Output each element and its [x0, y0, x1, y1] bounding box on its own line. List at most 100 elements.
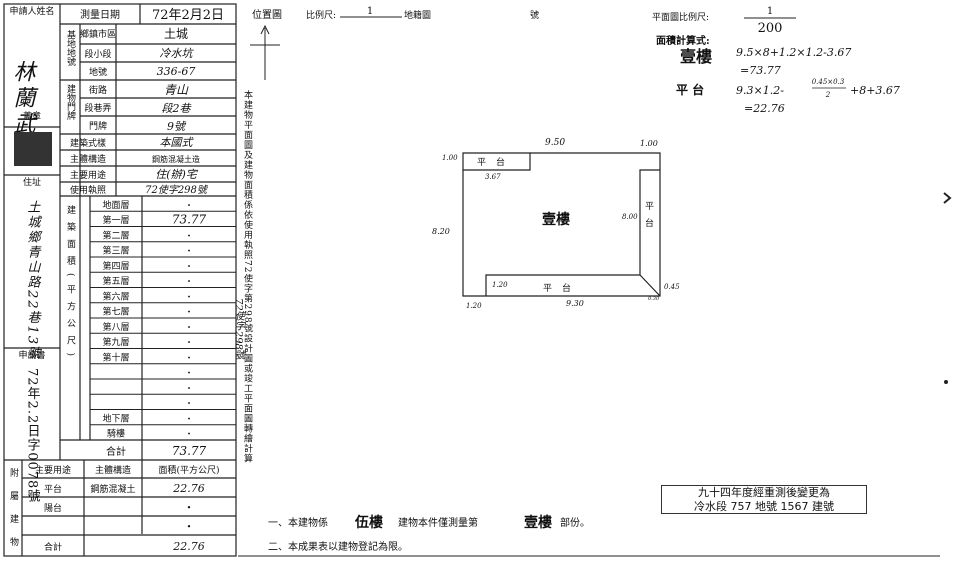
door-group-label: 建物門牌 — [65, 83, 76, 121]
area-row-value: ・ — [184, 278, 193, 288]
area-row-value: ・ — [184, 323, 193, 333]
area-row-value: ・ — [184, 430, 193, 440]
attached-row-area: ・ — [184, 520, 195, 533]
section-label: 段小段 — [84, 48, 111, 60]
footer-note2: 二、本成果表以建物登記為限。 — [268, 540, 408, 553]
footer-note1-bold: 伍樓 — [354, 514, 383, 531]
location-group-label: 基地地號 — [65, 29, 76, 67]
calc-main-result: =73.77 — [740, 64, 781, 77]
area-row-value: ・ — [184, 339, 193, 349]
area-row-label: 第三層 — [102, 245, 129, 257]
area-row-label: 地下層 — [102, 412, 129, 424]
application-number: 72年2.2日字0078號 — [25, 368, 41, 504]
plan-main-label: 壹樓 — [542, 211, 570, 228]
applicant-label: 申請人姓名 — [9, 5, 54, 17]
dim-left: 8.20 — [432, 227, 450, 236]
plan-scale-den: 200 — [758, 21, 783, 36]
area-row-value: ・ — [184, 308, 193, 318]
area-row-label: 地面層 — [102, 199, 129, 211]
plan-plat-label-bottom: 平台 — [543, 282, 581, 294]
area-group-label: 建築面積(平方公尺) — [65, 204, 76, 364]
attached-row-area: 22.76 — [172, 482, 205, 495]
calc-main-name: 壹樓 — [680, 47, 712, 66]
dim-bottom-inner: 1.20 — [492, 281, 508, 289]
attached-row-area: ・ — [184, 501, 195, 514]
street-value: 青山 — [164, 83, 189, 97]
plan-plat-label-right: 平台 — [643, 201, 654, 235]
area-row-label: 第四層 — [102, 260, 129, 272]
area-row-value: ・ — [184, 232, 193, 242]
area-row-label: 第七層 — [102, 306, 129, 318]
plan-scale-label: 平面圖比例尺: — [652, 11, 709, 23]
township-value: 土城 — [164, 27, 188, 41]
footer-note1-suffix: 部份。 — [560, 516, 590, 529]
cadastral-label: 地籍圖 — [404, 9, 431, 21]
footer-note1-mid: 建物本件僅測量第 — [398, 516, 478, 529]
address-label: 住址 — [23, 176, 41, 188]
township-label: 鄉鎮市區 — [80, 28, 116, 40]
dim-corner2: 0.30 — [648, 296, 660, 302]
area-row-value: 73.77 — [172, 213, 207, 227]
section-value: 冷水坑 — [160, 47, 195, 60]
applicant-name: 林蘭武 — [10, 60, 36, 138]
seal-label: 蓋章 — [23, 110, 41, 122]
use-value: 住(辦)宅 — [155, 168, 199, 181]
calc-label: 面積計算式: — [656, 34, 710, 47]
parcel-value: 336-67 — [157, 65, 196, 78]
dim-right: 8.00 — [622, 213, 638, 221]
area-total-value: 73.77 — [172, 444, 207, 458]
dim-bottom-left: 1.20 — [466, 302, 482, 310]
attached-group-label: 附屬建物 — [8, 467, 19, 560]
area-row-value: ・ — [184, 400, 193, 410]
area-row-label: 第六層 — [102, 290, 129, 302]
area-total-label: 合計 — [106, 445, 126, 458]
application-label: 申請書 — [18, 349, 45, 361]
door-number-value: 9號 — [167, 120, 187, 133]
calc-plat-result: =22.76 — [744, 102, 785, 115]
form-grid — [3, 3, 237, 557]
dim-bottom: 9.30 — [566, 299, 584, 308]
attached-row-use: 陽台 — [44, 502, 62, 514]
calc-plat-frac-num: 0.45×0.3 — [812, 78, 845, 86]
attached-row-structure: 鋼筋混凝土 — [90, 483, 135, 495]
address-value: 土城鄉青山路22巷13號 — [25, 200, 41, 361]
area-row-value: ・ — [184, 354, 193, 364]
area-row-value: ・ — [184, 369, 193, 379]
area-row-value: ・ — [184, 201, 193, 211]
structure-value: 鋼筋混凝土造 — [152, 154, 200, 164]
remeasure-stamp-box: 九十四年度經重測後變更為 冷水段 757 地號 1567 建號 — [661, 485, 867, 514]
dim-top-left: 1.00 — [442, 154, 458, 162]
lane-label: 段巷弄 — [84, 102, 111, 114]
edge-dot-icon — [944, 380, 948, 384]
attached-row-use: 平台 — [44, 483, 62, 495]
area-row-label: 第八層 — [102, 321, 129, 333]
area-row-label: 第一層 — [102, 214, 129, 226]
structure-label: 主體構造 — [70, 153, 106, 165]
position-map-label: 位置圖 — [252, 8, 282, 21]
floor-plan — [462, 152, 661, 297]
area-row-label: 騎樓 — [107, 428, 125, 440]
stamp-line-1: 九十四年度經重測後變更為 — [698, 486, 830, 499]
attached-use-label: 主要用途 — [35, 464, 71, 476]
footer-note1-prefix: 一、本建物係 — [268, 516, 328, 529]
plan-plat-label-top: 平台 — [477, 156, 515, 168]
area-row-label: 第五層 — [102, 275, 129, 287]
parcel-label: 地號 — [89, 66, 107, 78]
dim-notch: 3.67 — [485, 173, 501, 181]
survey-date-value: 72年2月2日 — [152, 8, 224, 23]
position-scale-label: 比例尺: — [306, 9, 336, 21]
area-row-value: ・ — [184, 293, 193, 303]
vertical-note: 本建物平面圖及建物面積係依使用執照72使字第298號設計圖或竣工平面圖轉繪計算 — [242, 89, 253, 464]
plan-corner-diagonal — [639, 274, 661, 297]
calc-plat-tail: +8+3.67 — [850, 84, 900, 97]
cadastral-number-label: 號 — [530, 9, 539, 21]
north-arrow-icon — [250, 24, 280, 80]
edge-mark-icon — [943, 192, 952, 204]
area-row-label: 第九層 — [102, 336, 129, 348]
calc-plat-expr: 9.3×1.2- — [736, 84, 784, 97]
calc-plat-name: 平 台 — [676, 82, 704, 97]
dim-top-right: 1.00 — [640, 139, 658, 148]
